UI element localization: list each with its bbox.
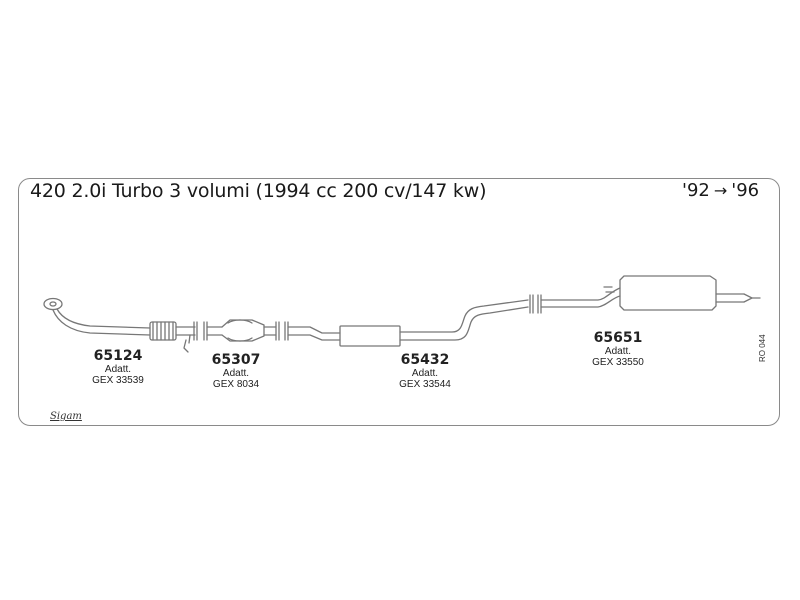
part-adatt: Adatt. bbox=[104, 364, 132, 375]
year-to: '96 bbox=[731, 180, 760, 201]
part-gex: GEX 33544 bbox=[399, 379, 451, 390]
diagram-panel bbox=[18, 178, 780, 426]
rear-silencer-65651 bbox=[540, 275, 761, 311]
part-label-65307: 65307 Adatt. GEX 8034 bbox=[212, 352, 261, 390]
reference-code: RO 044 bbox=[758, 334, 767, 362]
catalytic-converter-65307 bbox=[203, 319, 280, 342]
part-label-65432: 65432 Adatt. GEX 33544 bbox=[399, 352, 451, 390]
part-adatt: Adatt. bbox=[604, 346, 632, 357]
part-label-65651: 65651 Adatt. GEX 33550 bbox=[592, 330, 644, 368]
brand-logo: Sigam bbox=[50, 411, 82, 422]
diagram-title: 420 2.0i Turbo 3 volumi (1994 cc 200 cv/… bbox=[30, 180, 487, 202]
part-code: 65307 bbox=[211, 352, 261, 368]
part-code: 65432 bbox=[400, 352, 450, 368]
year-from: '92 bbox=[682, 180, 710, 201]
part-code: 65651 bbox=[593, 330, 643, 346]
front-pipe-65124 bbox=[43, 297, 198, 353]
part-gex: GEX 33550 bbox=[592, 357, 644, 368]
center-silencer-65432 bbox=[284, 294, 542, 347]
arrow-right-icon: → bbox=[713, 181, 728, 200]
part-gex: GEX 33539 bbox=[92, 375, 144, 386]
part-adatt: Adatt. bbox=[411, 368, 439, 379]
year-range: '92→'96 bbox=[682, 180, 759, 201]
part-code: 65124 bbox=[93, 348, 143, 364]
part-label-65124: 65124 Adatt. GEX 33539 bbox=[92, 348, 144, 386]
part-gex: GEX 8034 bbox=[212, 379, 260, 390]
part-adatt: Adatt. bbox=[222, 368, 250, 379]
